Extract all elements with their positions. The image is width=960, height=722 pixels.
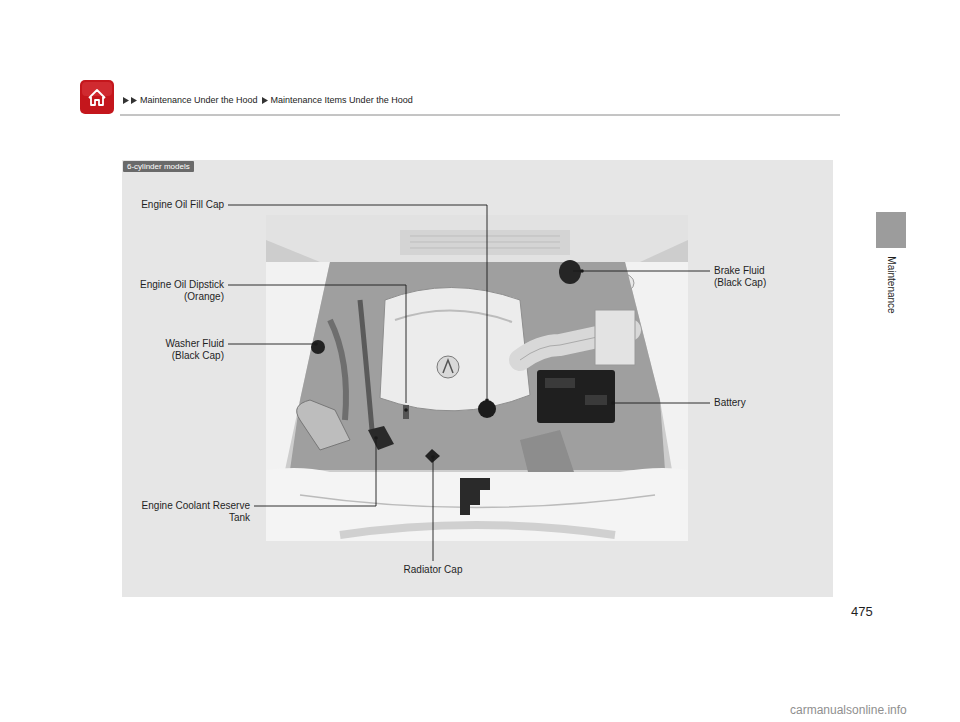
section-tab — [876, 212, 906, 248]
part-label: Washer Fluid (Black Cap) — [149, 338, 224, 362]
breadcrumb: Maintenance Under the Hood Maintenance It… — [122, 95, 416, 106]
page-number: 475 — [851, 604, 873, 619]
engine-bay-illustration — [266, 215, 688, 541]
breadcrumb-text: Maintenance Items Under the Hood — [271, 95, 413, 106]
figure-panel — [122, 160, 833, 597]
header-rule — [120, 115, 840, 116]
breadcrumb-text: Maintenance Under the Hood — [140, 95, 258, 106]
part-label: Radiator Cap — [404, 564, 463, 576]
section-tab-label: Maintenance — [885, 256, 897, 313]
leader-lines — [228, 205, 710, 561]
part-label: Battery — [714, 397, 746, 409]
model-tag: 6-cylinder models — [123, 161, 194, 172]
part-label: Engine Oil Dipstick (Orange) — [124, 279, 224, 303]
breadcrumb-arrow — [122, 96, 138, 105]
watermark: carmanualsonline.info — [790, 703, 907, 717]
leader-dots — [314, 269, 615, 459]
home-icon — [80, 80, 114, 114]
model-tag-text: 6-cylinder models — [127, 161, 190, 172]
part-label: Engine Coolant Reserve Tank — [130, 500, 250, 524]
part-label: Engine Oil Fill Cap — [141, 199, 224, 211]
breadcrumb-arrow — [261, 96, 269, 105]
part-label: Brake Fluid (Black Cap) — [714, 265, 784, 289]
